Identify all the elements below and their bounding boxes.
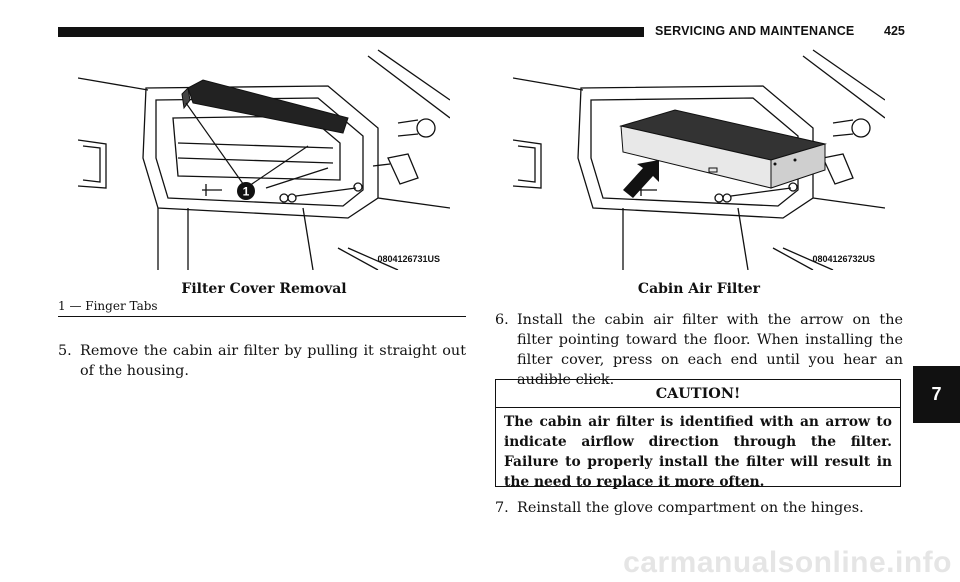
- divider: [58, 316, 466, 317]
- step-6: 6. Install the cabin air filter with the…: [495, 310, 903, 390]
- page-number: 425: [884, 24, 905, 38]
- caution-text: The cabin air filter is identified with …: [504, 414, 892, 490]
- step-number: 5.: [58, 343, 72, 359]
- step-number: 7.: [495, 500, 509, 516]
- step-5: 5. Remove the cabin air filter by pullin…: [58, 341, 466, 381]
- figure-caption: Cabin Air Filter: [637, 281, 761, 297]
- figure-filter-cover-removal: 1 0804126731US: [77, 48, 451, 271]
- step-text: Install the cabin air filter with the ar…: [517, 312, 903, 388]
- header-bar: [58, 27, 644, 37]
- filter-cover-illustration: 1: [77, 49, 451, 271]
- step-7: 7. Reinstall the glove compartment on th…: [495, 498, 903, 518]
- step-text: Reinstall the glove compartment on the h…: [517, 500, 864, 516]
- step-number: 6.: [495, 312, 509, 328]
- figure-caption: Filter Cover Removal: [181, 281, 347, 297]
- caution-title: CAUTION!: [496, 380, 900, 408]
- step-text: Remove the cabin air filter by pulling i…: [80, 343, 466, 379]
- section-title: SERVICING AND MAINTENANCE: [655, 24, 855, 38]
- caution-box: CAUTION! The cabin air filter is identif…: [495, 379, 901, 490]
- chapter-tab: 7: [913, 366, 960, 423]
- callout-1: 1: [243, 185, 250, 199]
- figure-code: 0804126731US: [377, 254, 440, 264]
- watermark: carmanualsonline.info: [623, 546, 952, 579]
- figure-legend: 1 — Finger Tabs: [58, 299, 158, 313]
- figure-cabin-air-filter: 0804126732US: [512, 48, 886, 271]
- figure-code: 0804126732US: [812, 254, 875, 264]
- cabin-filter-illustration: [512, 49, 886, 271]
- airflow-arrow-icon: [623, 160, 659, 198]
